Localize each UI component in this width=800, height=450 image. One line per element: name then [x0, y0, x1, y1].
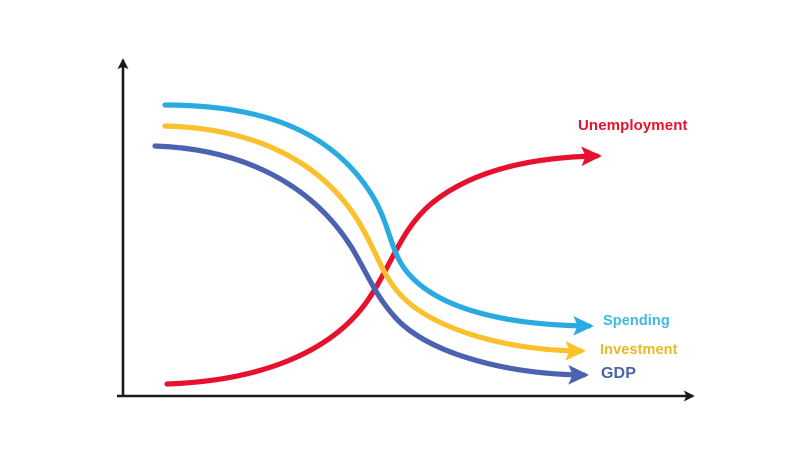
curve-gdp — [152, 143, 589, 385]
curve-unemployment — [164, 146, 602, 387]
label-unemployment: Unemployment — [578, 117, 688, 134]
label-investment: Investment — [600, 342, 678, 358]
label-gdp: GDP — [601, 365, 636, 382]
curve-spending — [162, 102, 594, 336]
label-spending: Spending — [603, 313, 670, 329]
curve-investment — [162, 123, 586, 361]
